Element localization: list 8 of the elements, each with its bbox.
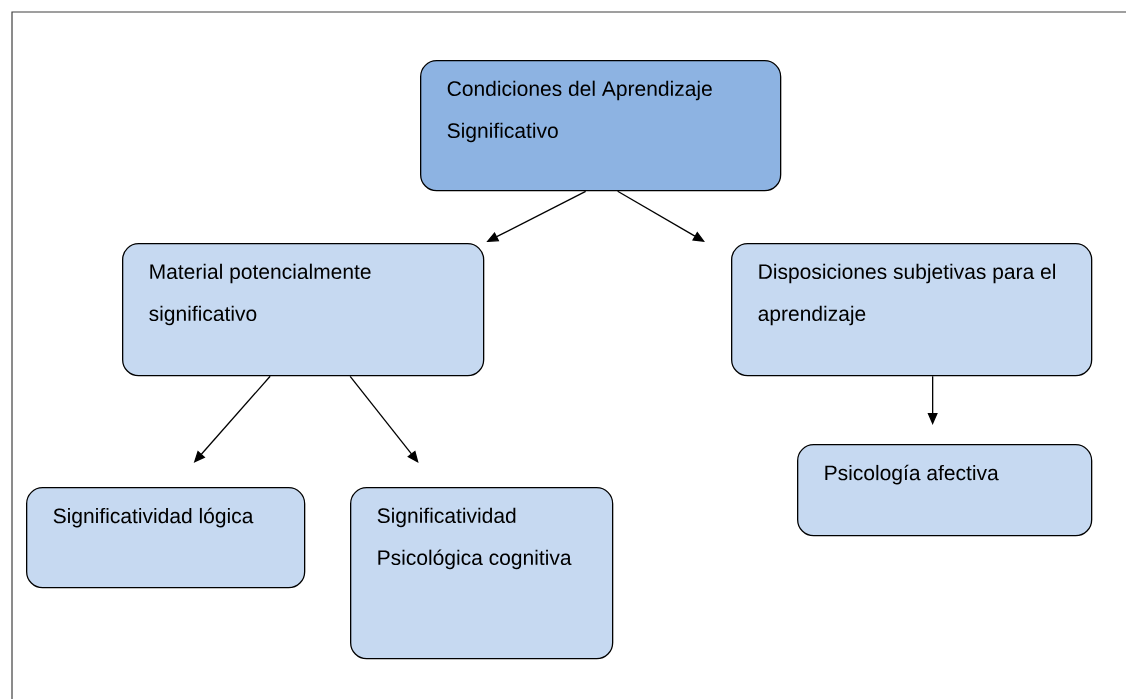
arrow [349, 375, 419, 463]
concept-box: Disposiciones subjetivas para el aprendizaje [731, 243, 1093, 377]
concept-box: Significatividad Psicológica cognitiva [350, 487, 614, 660]
arrow [617, 190, 705, 242]
concept-box: Condiciones del Aprendizaje Significativo [420, 60, 782, 192]
concept-box: Psicología afectiva [797, 444, 1093, 537]
concept-box: Material potencialmente significativo [122, 243, 485, 377]
concept-box: Significatividad lógica [26, 487, 306, 589]
